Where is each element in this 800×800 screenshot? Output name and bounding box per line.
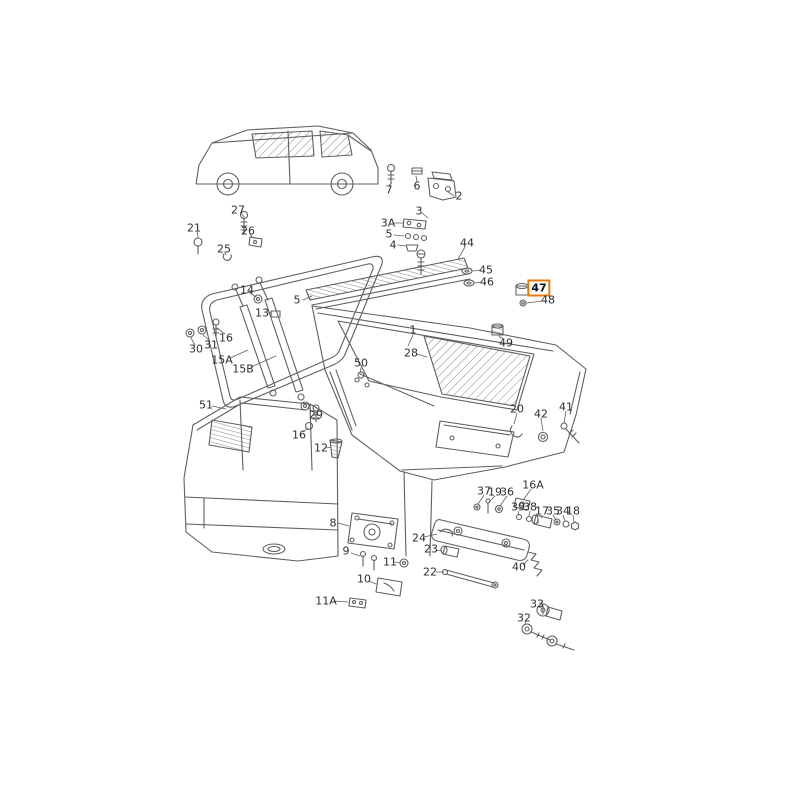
part-label-35[interactable]: 35 xyxy=(546,504,560,518)
part-label-28[interactable]: 28 xyxy=(404,346,418,360)
part-label-48[interactable]: 48 xyxy=(541,293,555,307)
part-label-32[interactable]: 32 xyxy=(517,611,531,625)
part-label-19[interactable]: 19 xyxy=(488,485,502,499)
window-seal xyxy=(201,255,383,408)
part-label-39[interactable]: 39 xyxy=(511,500,525,514)
part-label-31[interactable]: 31 xyxy=(204,338,218,352)
trim-strip xyxy=(305,257,529,336)
part-label-3A[interactable]: 3A xyxy=(380,216,396,230)
car-illustration xyxy=(195,125,379,196)
part-label-40[interactable]: 40 xyxy=(512,560,526,574)
part-label-11[interactable]: 11 xyxy=(383,555,397,569)
part-label-3[interactable]: 3 xyxy=(415,204,423,218)
part-label-15A[interactable]: 15A xyxy=(211,353,233,367)
leader-lines xyxy=(190,175,575,625)
part-label-33[interactable]: 33 xyxy=(530,597,544,611)
part-label-49[interactable]: 49 xyxy=(499,336,513,350)
part-label-7[interactable]: 7 xyxy=(385,183,393,197)
part-label-5[interactable]: 5 xyxy=(293,293,301,307)
part-label-13[interactable]: 13 xyxy=(255,306,269,320)
part-label-25[interactable]: 25 xyxy=(217,242,231,256)
part-label-4[interactable]: 4 xyxy=(389,238,397,252)
part-label-45[interactable]: 45 xyxy=(479,263,493,277)
part-label-41[interactable]: 41 xyxy=(559,400,573,414)
part-label-15B[interactable]: 15B xyxy=(232,362,254,376)
hinge-parts xyxy=(386,163,457,275)
part-label-51[interactable]: 51 xyxy=(199,398,213,412)
part-label-30[interactable]: 30 xyxy=(189,342,203,356)
part-label-6[interactable]: 6 xyxy=(413,179,421,193)
part-label-50[interactable]: 50 xyxy=(354,356,368,370)
part-label-11A[interactable]: 11A xyxy=(315,594,337,608)
part-label-16[interactable]: 16 xyxy=(219,331,233,345)
part-label-16A[interactable]: 16A xyxy=(522,478,544,492)
part-label-29[interactable]: 29 xyxy=(309,408,323,422)
part-label-5[interactable]: 5 xyxy=(385,227,393,241)
part-label-9[interactable]: 9 xyxy=(342,544,350,558)
part-label-22[interactable]: 22 xyxy=(423,565,437,579)
part-label-18[interactable]: 18 xyxy=(566,504,580,518)
part-label-37[interactable]: 37 xyxy=(477,484,491,498)
tailgate xyxy=(311,305,587,557)
part-label-20[interactable]: 20 xyxy=(510,402,524,416)
lock-parts xyxy=(347,512,409,609)
part-label-16[interactable]: 16 xyxy=(292,428,306,442)
car-body-rear xyxy=(183,396,339,562)
part-label-2[interactable]: 2 xyxy=(455,189,463,203)
gas-struts xyxy=(185,276,305,401)
part-label-38[interactable]: 38 xyxy=(523,500,537,514)
part-label-46[interactable]: 46 xyxy=(480,275,494,289)
part-label-12[interactable]: 12 xyxy=(314,441,328,455)
part-label-10[interactable]: 10 xyxy=(357,572,371,586)
part-label-36[interactable]: 36 xyxy=(500,485,514,499)
part-label-17[interactable]: 17 xyxy=(535,504,549,518)
part-label-26[interactable]: 26 xyxy=(241,224,255,238)
part-label-44[interactable]: 44 xyxy=(460,236,474,250)
handle-small-parts xyxy=(439,497,580,589)
edge-fasteners xyxy=(509,422,580,444)
part-label-42[interactable]: 42 xyxy=(534,407,548,421)
part-label-27[interactable]: 27 xyxy=(231,203,245,217)
hinge-pin-parts xyxy=(193,210,263,261)
part-label-47[interactable]: 47 xyxy=(527,279,551,297)
part-label-1[interactable]: 1 xyxy=(409,323,417,337)
seal-fasteners xyxy=(300,401,343,459)
part-label-8[interactable]: 8 xyxy=(329,516,337,530)
part-label-34[interactable]: 34 xyxy=(556,504,570,518)
part-label-24[interactable]: 24 xyxy=(412,531,426,545)
keys-and-cylinder xyxy=(521,603,575,651)
part-label-23[interactable]: 23 xyxy=(424,542,438,556)
part-label-21[interactable]: 21 xyxy=(187,221,201,235)
part-label-14[interactable]: 14 xyxy=(240,283,254,297)
